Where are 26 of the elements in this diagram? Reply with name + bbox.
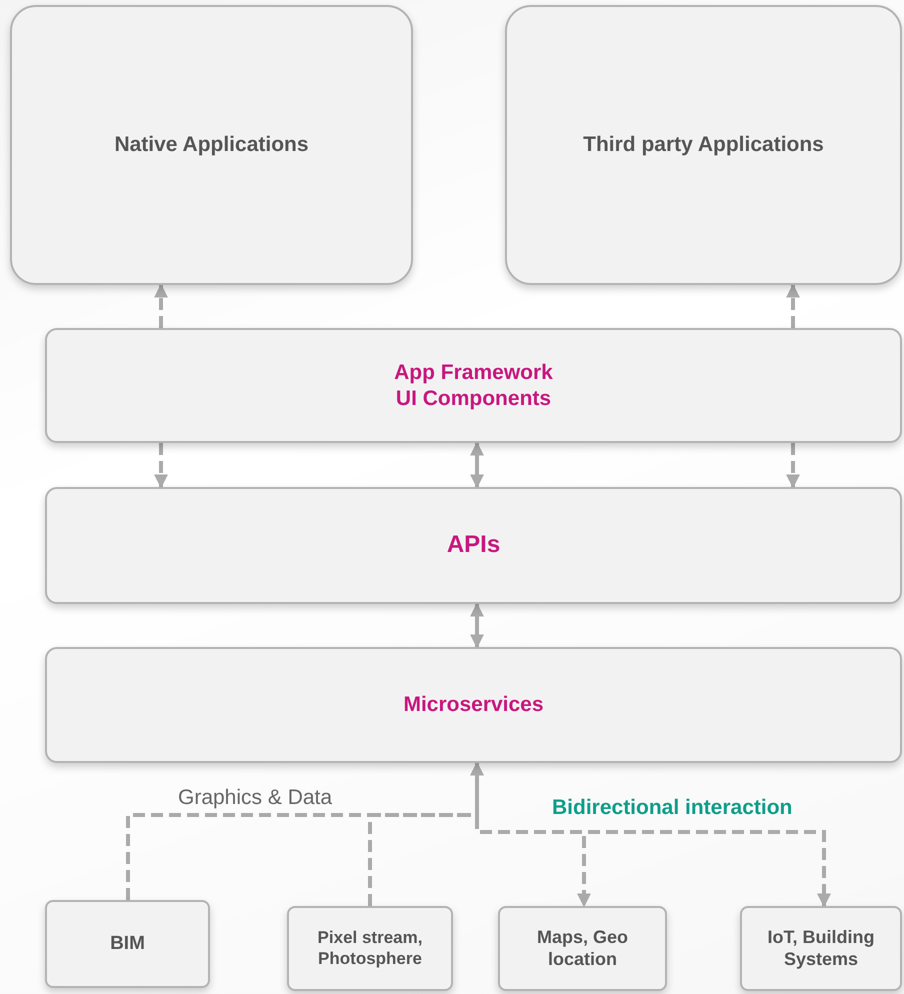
box-label: Microservices <box>403 692 544 718</box>
arrow <box>470 442 484 488</box>
box-label: Maps, Geo location <box>536 926 630 970</box>
process-box <box>45 328 902 443</box>
box-label: Third party Applications <box>583 132 824 158</box>
box-label: IoT, Building Systems <box>766 926 876 970</box>
process-box <box>740 906 902 991</box>
arrow <box>470 602 484 648</box>
box-label: BIM <box>110 932 145 956</box>
process-box <box>287 906 453 991</box>
arrow <box>786 443 800 488</box>
flow-label: Graphics & Data <box>178 786 332 810</box>
box-label: Native Applications <box>114 132 309 158</box>
process-box <box>10 5 413 285</box>
flow-label: Bidirectional interaction <box>552 796 792 820</box>
process-box <box>45 647 902 763</box>
box-label: Pixel stream, Photosphere <box>316 928 424 969</box>
process-box <box>498 906 667 991</box>
arrow <box>786 284 800 328</box>
arrow <box>154 284 168 328</box>
process-box <box>45 900 210 988</box>
process-box <box>45 487 902 604</box>
box-label: APIs <box>446 531 500 560</box>
arrow <box>154 443 168 488</box>
process-box <box>505 5 902 285</box>
box-label: App Framework UI Components <box>393 360 554 411</box>
